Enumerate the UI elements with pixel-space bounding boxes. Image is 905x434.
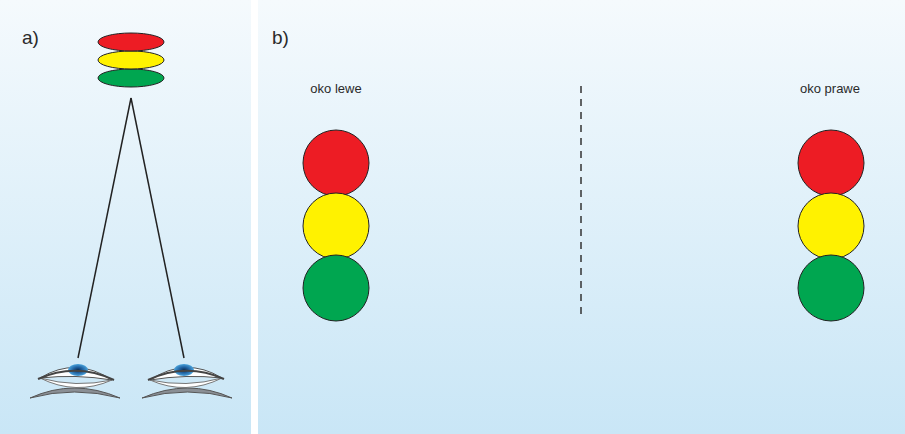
panel-label: b) <box>272 28 289 47</box>
traffic-light-top-view <box>98 33 164 87</box>
right-eye <box>142 364 232 398</box>
panel-a-ground <box>0 0 251 434</box>
sight-lines <box>78 98 184 358</box>
panel-b-ground <box>258 0 905 434</box>
left-eye <box>30 364 120 398</box>
divider-dashed-line <box>580 86 582 320</box>
right-eye-traffic-light <box>798 130 864 321</box>
panel-label: a) <box>22 28 39 47</box>
eye-label: oko lewe <box>310 82 361 95</box>
eye-label: oko prawe <box>800 82 860 95</box>
left-eye-traffic-light <box>303 130 369 321</box>
